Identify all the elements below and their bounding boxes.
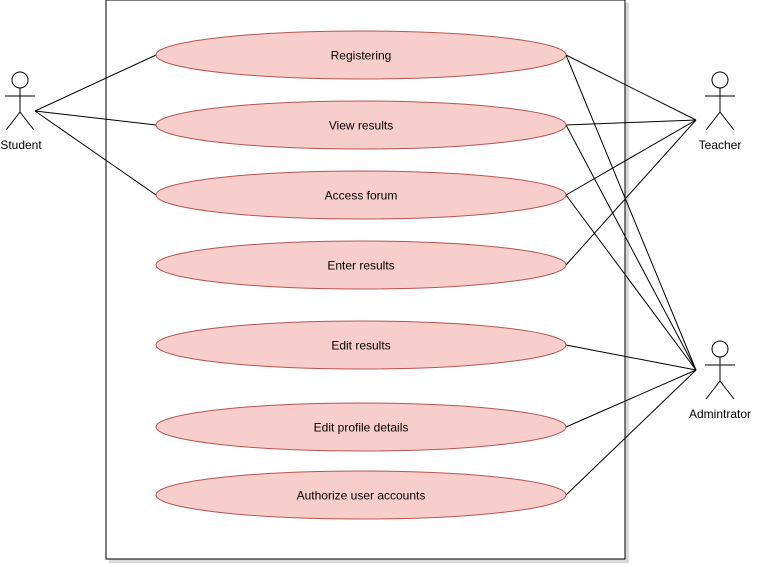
use-case-edit-profile-details[interactable]: Edit profile details: [155, 402, 567, 452]
assoc-admin-view-results[interactable]: [565, 124, 697, 371]
assoc-admin-access-forum[interactable]: [565, 194, 697, 371]
use-case-label: Edit results: [331, 339, 390, 353]
assoc-student-access-forum[interactable]: [34, 110, 157, 196]
use-case-label: Registering: [331, 49, 392, 63]
assoc-admin-edit-profile[interactable]: [565, 369, 697, 428]
actor-label: Student: [0, 138, 42, 152]
assoc-admin-authorize[interactable]: [565, 369, 697, 496]
assoc-teacher-access-forum[interactable]: [565, 119, 697, 196]
assoc-teacher-enter-results[interactable]: [565, 119, 697, 266]
actor-label: Admintrator: [689, 407, 751, 421]
actor-label: Teacher: [699, 138, 742, 152]
use-case-label: View results: [329, 119, 393, 133]
use-case-access-forum[interactable]: Access forum: [155, 170, 567, 220]
stick-figure-icon: [5, 71, 35, 131]
use-case-enter-results[interactable]: Enter results: [155, 240, 567, 290]
use-case-label: Enter results: [327, 259, 394, 273]
use-case-label: Access forum: [325, 189, 398, 203]
assoc-teacher-registering[interactable]: [565, 54, 697, 121]
assoc-admin-edit-results[interactable]: [565, 344, 697, 371]
use-case-label: Authorize user accounts: [297, 489, 426, 503]
actor-teacher[interactable]: Teacher: [697, 71, 743, 154]
assoc-teacher-view-results[interactable]: [565, 119, 697, 126]
use-case-view-results[interactable]: View results: [155, 100, 567, 150]
stick-figure-icon: [705, 340, 735, 400]
use-case-label: Edit profile details: [314, 421, 409, 435]
actor-administrator[interactable]: Admintrator: [687, 340, 753, 423]
stick-figure-icon: [705, 71, 735, 131]
use-case-edit-results[interactable]: Edit results: [155, 320, 567, 370]
assoc-admin-registering[interactable]: [565, 54, 697, 371]
use-case-registering[interactable]: Registering: [155, 30, 567, 80]
actor-student[interactable]: Student: [0, 71, 44, 154]
associations: [34, 54, 697, 496]
use-case-authorize-user-accounts[interactable]: Authorize user accounts: [155, 470, 567, 520]
assoc-student-view-results[interactable]: [34, 110, 157, 126]
assoc-student-registering[interactable]: [34, 54, 157, 112]
